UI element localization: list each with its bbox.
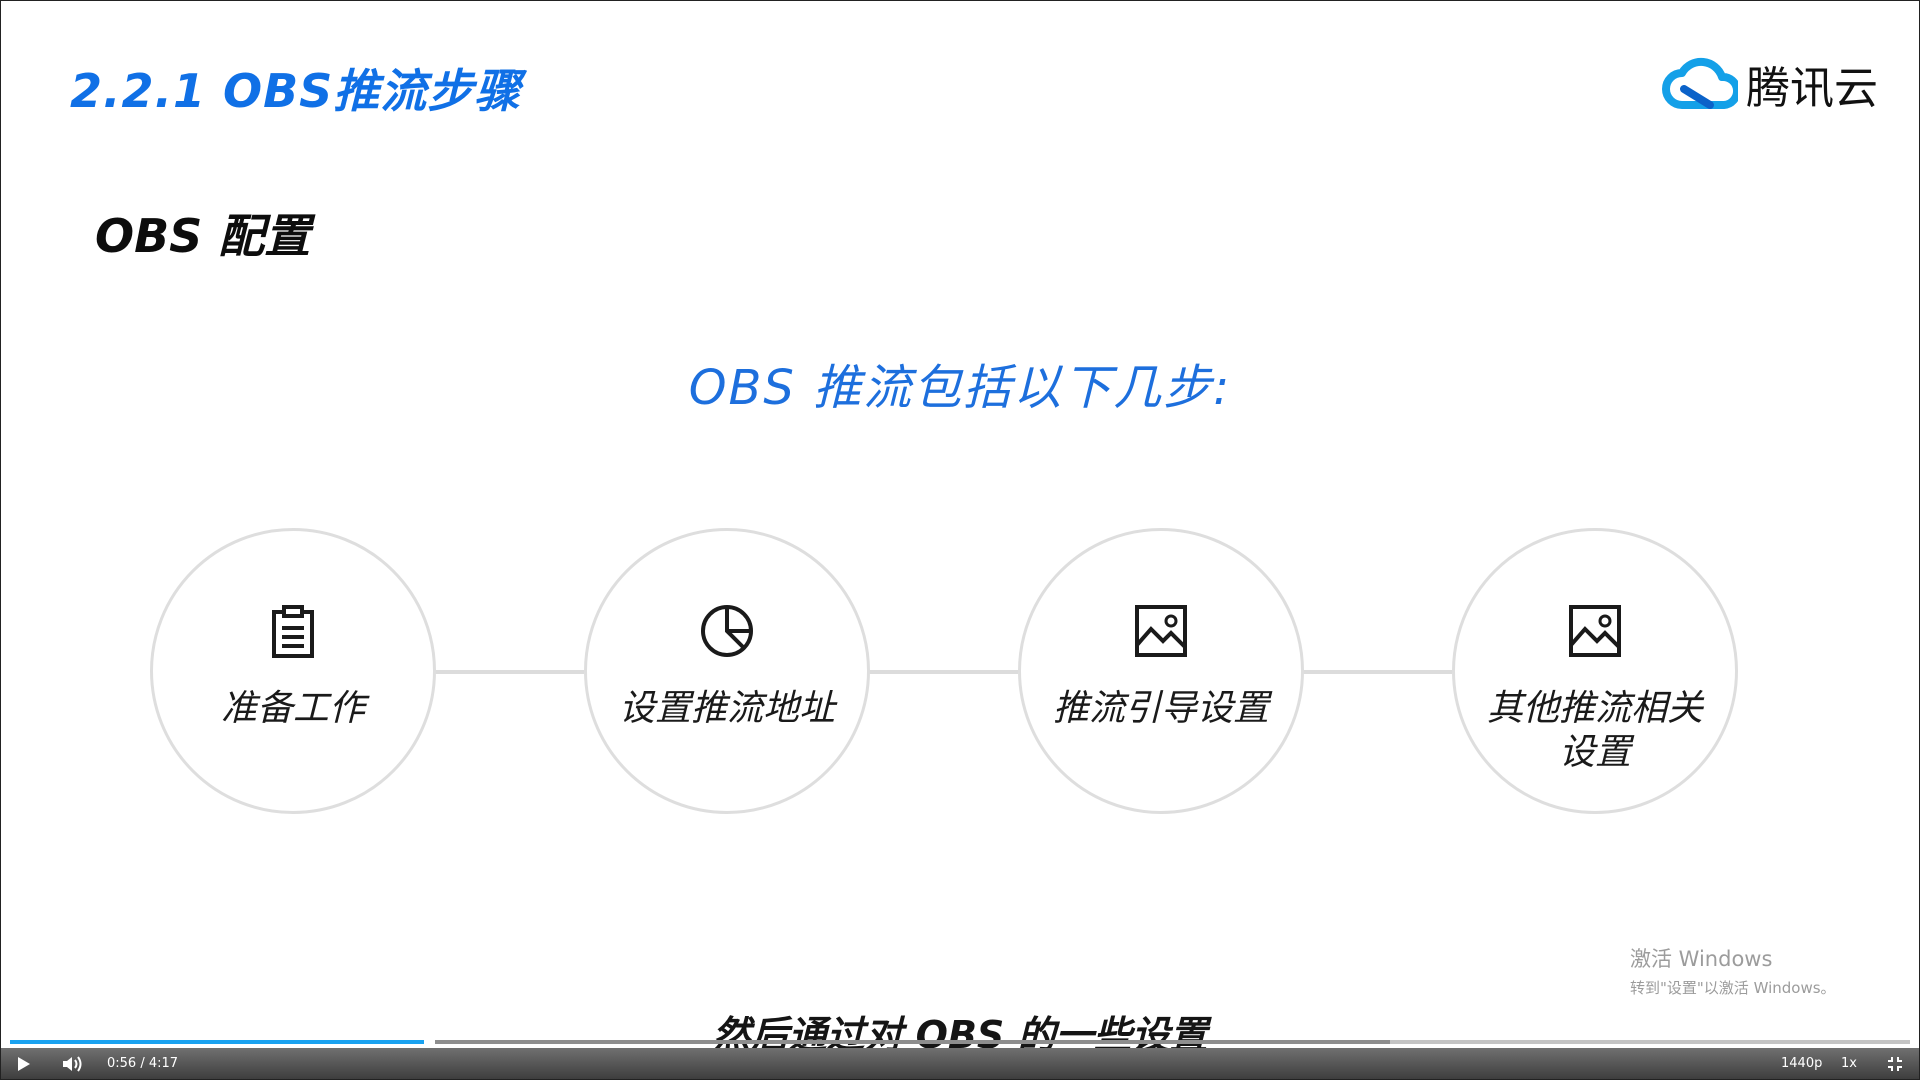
step-connector: [432, 670, 584, 674]
slide-title: 2.2.1 OBS推流步骤: [70, 64, 522, 118]
watermark-title: 激活 Windows: [1630, 947, 1773, 971]
step-connector: [1300, 670, 1452, 674]
play-button[interactable]: [17, 1048, 41, 1079]
section-title: OBS 配置: [95, 209, 311, 263]
steps-diagram: 准备工作 设置推流地址 推流引导设置 其他推流相关设置: [150, 528, 1738, 814]
step-2: 设置推流地址: [584, 528, 870, 814]
image-icon: [1569, 605, 1621, 657]
time-display: 0:56 / 4:17: [107, 1056, 179, 1071]
pie-chart-icon: [701, 605, 753, 657]
volume-icon: [63, 1055, 82, 1072]
play-icon: [18, 1056, 30, 1071]
volume-button[interactable]: [61, 1048, 87, 1079]
cloud-logo-icon: [1662, 57, 1738, 109]
step-4: 其他推流相关设置: [1452, 528, 1738, 814]
clipboard-icon: [272, 605, 314, 658]
step-1: 准备工作: [150, 528, 436, 814]
step-connector: [866, 670, 1018, 674]
exit-fullscreen-button[interactable]: [1887, 1048, 1909, 1079]
progress-track[interactable]: [1390, 1040, 1910, 1044]
progress-buffered[interactable]: [435, 1040, 1390, 1044]
player-controls: 0:56 / 4:17 1440p 1x: [1, 1048, 1919, 1079]
step-label: 准备工作: [220, 688, 365, 729]
watermark-hint: 转到"设置"以激活 Windows。: [1630, 979, 1836, 997]
brand-logo: 腾讯云: [1662, 52, 1878, 116]
speed-button[interactable]: 1x: [1841, 1056, 1857, 1071]
step-label: 其他推流相关设置: [1486, 688, 1703, 773]
image-icon: [1135, 605, 1187, 657]
progress-played[interactable]: [10, 1040, 424, 1044]
step-label: 推流引导设置: [1052, 688, 1269, 729]
exit-fullscreen-icon: [1888, 1056, 1902, 1071]
step-label: 设置推流地址: [618, 688, 835, 729]
windows-activation-watermark: 激活 Windows 转到"设置"以激活 Windows。: [1630, 943, 1836, 998]
brand-name: 腾讯云: [1746, 63, 1878, 114]
step-3: 推流引导设置: [1018, 528, 1304, 814]
quality-button[interactable]: 1440p: [1781, 1056, 1823, 1071]
steps-intro: OBS 推流包括以下几步:: [688, 360, 1232, 416]
